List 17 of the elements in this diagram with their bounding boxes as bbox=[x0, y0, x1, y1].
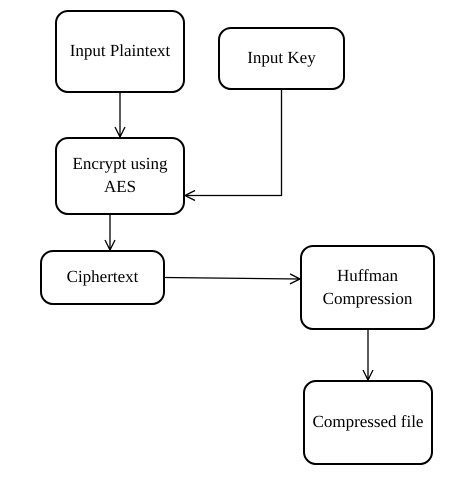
process-box bbox=[300, 245, 435, 330]
process-box bbox=[55, 137, 185, 215]
box-label: Input Key bbox=[247, 47, 316, 70]
box-label: Encrypt using AES bbox=[72, 153, 168, 198]
process-box bbox=[55, 10, 185, 93]
box-label: Huffman Compression bbox=[322, 264, 414, 310]
box-label: Compressed file bbox=[312, 411, 424, 434]
arrow bbox=[114, 93, 126, 138]
arrow bbox=[362, 330, 374, 381]
process-box bbox=[303, 380, 433, 465]
box-label: Ciphertext bbox=[66, 266, 138, 288]
arrow bbox=[184, 90, 282, 202]
arrow bbox=[165, 273, 301, 285]
process-box bbox=[40, 250, 165, 305]
box-label: Input Plaintext bbox=[70, 40, 170, 62]
arrow bbox=[104, 215, 116, 251]
process-box bbox=[218, 27, 345, 90]
